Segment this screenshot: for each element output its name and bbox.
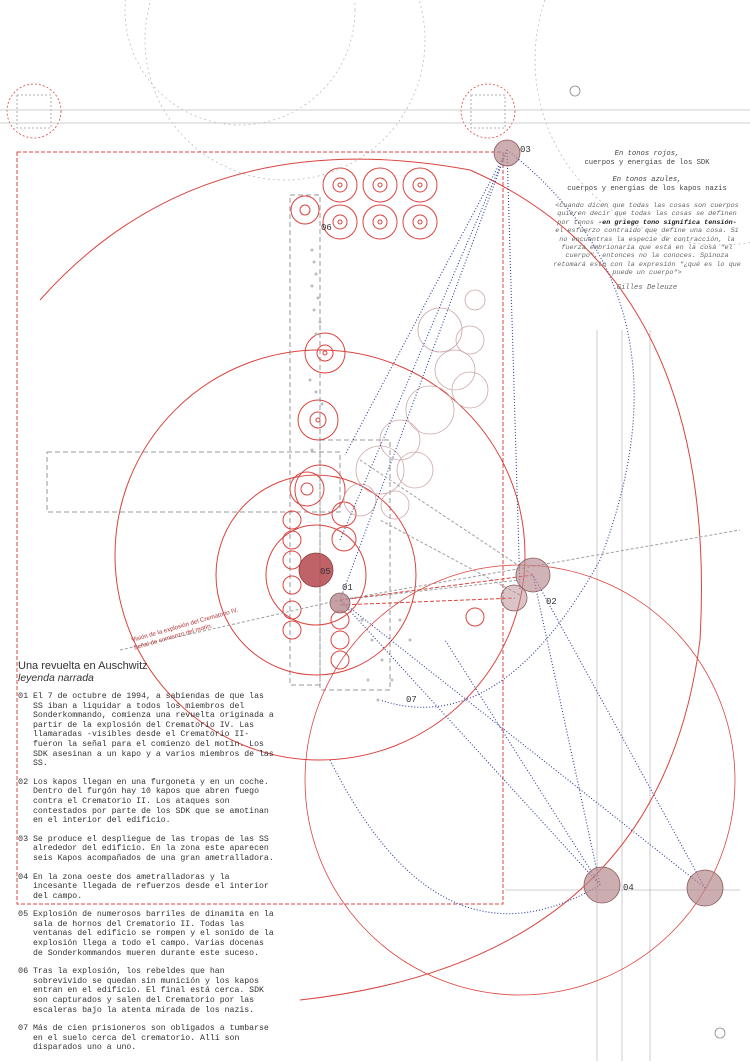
prisoner-dots — [308, 248, 412, 702]
explosion-label: Visión de la explosión del Crematorio IV… — [131, 607, 240, 652]
legend-red-1: En tonos rojos, — [614, 150, 680, 158]
svg-text:Visión de la explosión del Cre: Visión de la explosión del Crematorio IV… — [131, 607, 240, 644]
legend-blue-1: En tonos azules, — [612, 176, 682, 184]
narrated-legend: Una revuelta en Auschwitz leyenda narrad… — [18, 660, 278, 1062]
site-boundary — [16, 151, 504, 905]
paragraph-text: En la zona oeste dos ametralladoras y la… — [33, 872, 269, 901]
position-markers — [298, 85, 726, 1039]
corner-frames — [6, 83, 516, 139]
story-subtitle: leyenda narrada — [18, 672, 94, 684]
marker-labels: 03 06 05 01 02 07 04 — [320, 145, 634, 893]
quote-part-2: el esfuerzo contraído que define una cos… — [553, 227, 741, 278]
quote-part-1: <Cuando dicen que todas las cosas son cu… — [555, 202, 739, 227]
paragraph-text: Los kapos llegan en una furgoneta y en u… — [33, 777, 269, 826]
paragraph-number: 07 — [18, 1023, 29, 1034]
quote-author: Gilles Deleuze — [616, 283, 678, 292]
story-paragraph: 01 El 7 de octubre de 1994, a sabiendas d… — [18, 691, 278, 769]
paragraph-text: Se produce el despliegue de las tropas d… — [33, 834, 274, 863]
color-legend: En tonos rojos, cuerpos y energías de lo… — [552, 150, 742, 293]
story-title: Una revuelta en Auschwitz — [18, 660, 148, 672]
marker-03: 03 — [520, 145, 531, 155]
story-paragraph: 04 En la zona oeste dos ametralladoras y … — [18, 871, 278, 902]
red-sight-lines — [339, 574, 534, 606]
crematorium-ovens — [289, 167, 438, 552]
paragraph-text: Más de cien prisioneros son obligados a … — [33, 1024, 269, 1053]
deleuze-quote: <Cuando dicen que todas las cosas son cu… — [552, 202, 742, 278]
paragraph-text: El 7 de octubre de 1994, a sabiendas de … — [33, 692, 274, 769]
background-circles — [124, 0, 750, 246]
legend-blue-2: cuerpos y energías de los kapos nazis — [567, 185, 727, 193]
marker-02: 02 — [546, 597, 557, 607]
kapo-lines — [329, 149, 706, 915]
story-paragraph: 06 Tras la explosión, los rebeldes que ha… — [18, 966, 278, 1015]
sight-lines — [119, 459, 741, 651]
story-paragraph: 05 Explosión de numerosos barriles de din… — [18, 909, 278, 958]
paragraph-number: 05 — [18, 909, 29, 920]
ss-circles — [343, 289, 489, 520]
paragraph-number: 02 — [18, 776, 29, 787]
marker-06: 06 — [321, 223, 332, 233]
marker-05: 05 — [320, 567, 331, 577]
quote-bold: -en griego tono significa tensión- — [598, 218, 737, 227]
paragraph-text: Explosión de numerosos barriles de dinam… — [33, 910, 274, 958]
paragraph-number: 03 — [18, 833, 29, 844]
story-paragraph: 02 Los kapos llegan en una furgoneta y en… — [18, 776, 278, 826]
legend-red-2: cuerpos y energías de los SDK — [584, 159, 710, 167]
marker-01: 01 — [342, 583, 353, 593]
marker-07: 07 — [406, 695, 417, 705]
marker-04: 04 — [623, 883, 634, 893]
paragraph-number: 06 — [18, 966, 29, 977]
story-paragraph: 07 Más de cien prisioneros son obligados … — [18, 1023, 278, 1053]
paragraph-number: 01 — [18, 691, 29, 701]
story-paragraph: 03 Se produce el despliegue de las tropas… — [18, 833, 278, 864]
sdk-nodes — [282, 510, 485, 670]
paragraph-number: 04 — [18, 871, 29, 882]
paragraph-text: Tras la explosión, los rebeldes que han … — [33, 967, 264, 1015]
